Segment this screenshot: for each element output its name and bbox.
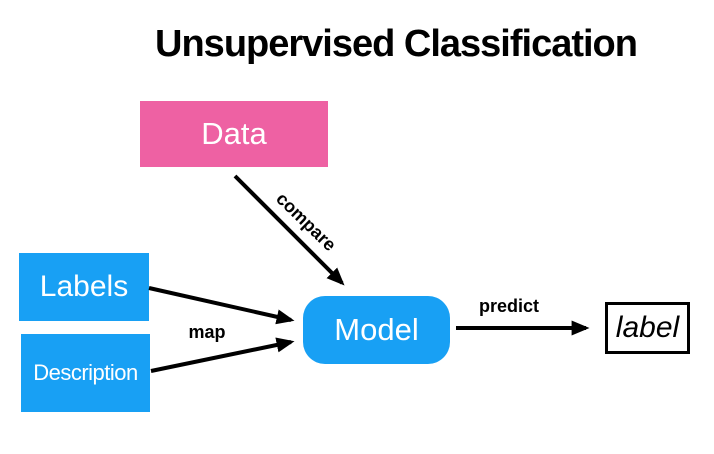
output-label-node: label (605, 302, 690, 354)
data-node: Data (140, 101, 328, 167)
predict-edge-label: predict (479, 296, 539, 316)
model-node: Model (303, 296, 450, 364)
description-node: Description (21, 334, 150, 412)
map-arrow-description (150, 337, 295, 373)
diagram-title: Unsupervised Classification (155, 23, 638, 65)
compare-arrow (233, 174, 345, 286)
model-node-label: Model (334, 312, 419, 347)
map-edge-label: map (188, 322, 225, 342)
data-node-label: Data (201, 116, 267, 151)
labels-node: Labels (19, 253, 149, 321)
description-node-label: Description (33, 360, 138, 385)
map-arrow-labels (148, 286, 295, 325)
labels-node-label: Labels (39, 270, 129, 303)
output-label-node-text: label (615, 311, 680, 344)
